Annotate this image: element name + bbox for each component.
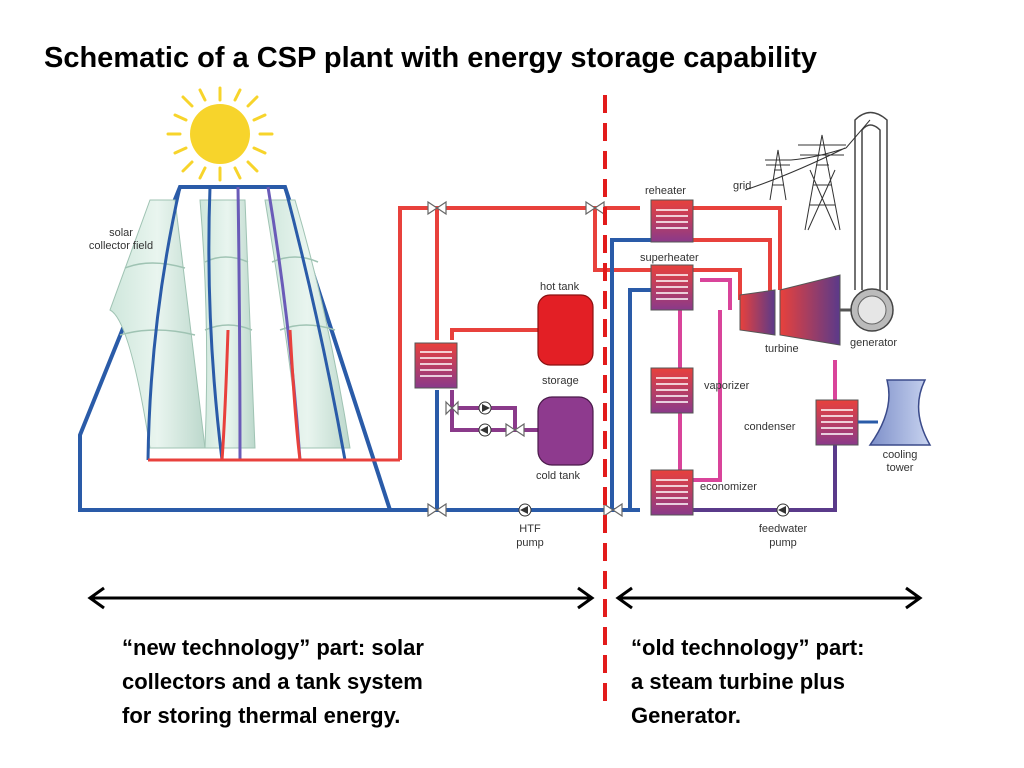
label-storage: storage [542, 375, 579, 387]
hot-tank [537, 294, 594, 366]
label-feedwater-pump-2: pump [769, 537, 797, 549]
pump-icon [478, 423, 492, 437]
right-span-arrow [615, 586, 923, 610]
label-superheater: superheater [640, 252, 699, 264]
label-vaporizer: vaporizer [704, 380, 750, 392]
label-reheater: reheater [645, 185, 686, 197]
generator [850, 111, 894, 332]
turbine [739, 274, 855, 346]
left-caption-line: “new technology” part: solar [122, 635, 424, 660]
label-hot-tank: hot tank [540, 281, 580, 293]
label-turbine: turbine [765, 343, 799, 355]
right-caption-line: a steam turbine plus [631, 669, 845, 694]
feedwater-pump-icon [776, 503, 790, 517]
label-condenser: condenser [744, 421, 796, 433]
valve-icon [585, 200, 605, 216]
right-caption-line: “old technology” part: [631, 635, 865, 660]
label-cooling-tower-1: cooling [883, 449, 918, 461]
valve-icon [603, 502, 623, 518]
left-span-arrow [87, 586, 595, 610]
label-grid: grid [733, 180, 751, 192]
superheater [650, 264, 694, 311]
right-caption-line: Generator. [631, 703, 742, 728]
left-caption-line: collectors and a tank system [122, 669, 423, 694]
left-caption: “new technology” part: solar collectors … [122, 631, 424, 733]
label-generator: generator [850, 337, 897, 349]
valve-icon [427, 502, 447, 518]
reheater [650, 199, 694, 243]
label-htf-pump-2: pump [516, 537, 544, 549]
cooling-tower [858, 379, 932, 446]
solar-collector-field [78, 185, 400, 512]
label-feedwater-pump-1: feedwater [759, 523, 808, 535]
feedwater-line [690, 440, 837, 512]
label-cooling-tower-2: tower [887, 462, 914, 474]
valve-icon [445, 400, 459, 416]
label-cold-tank: cold tank [536, 470, 581, 482]
condenser [815, 399, 859, 446]
hot-htf-line [398, 206, 640, 460]
economizer [650, 469, 694, 516]
label-solar-field-2: collector field [89, 240, 153, 252]
cold-tank [537, 396, 594, 466]
pump-icon [478, 401, 492, 415]
label-htf-pump-1: HTF [519, 523, 541, 535]
right-caption: “old technology” part: a steam turbine p… [631, 631, 864, 733]
label-solar-field-1: solar [109, 227, 133, 239]
storage-heat-exchanger [414, 342, 458, 389]
valve-icon [427, 200, 447, 216]
valve-icon [505, 422, 525, 438]
page-title: Schematic of a CSP plant with energy sto… [44, 42, 818, 74]
sun-icon [166, 86, 274, 182]
grid-towers [744, 119, 871, 231]
left-caption-line: for storing thermal energy. [122, 703, 401, 728]
label-economizer: economizer [700, 481, 757, 493]
htf-pump-icon [518, 503, 532, 517]
vaporizer [650, 367, 694, 414]
